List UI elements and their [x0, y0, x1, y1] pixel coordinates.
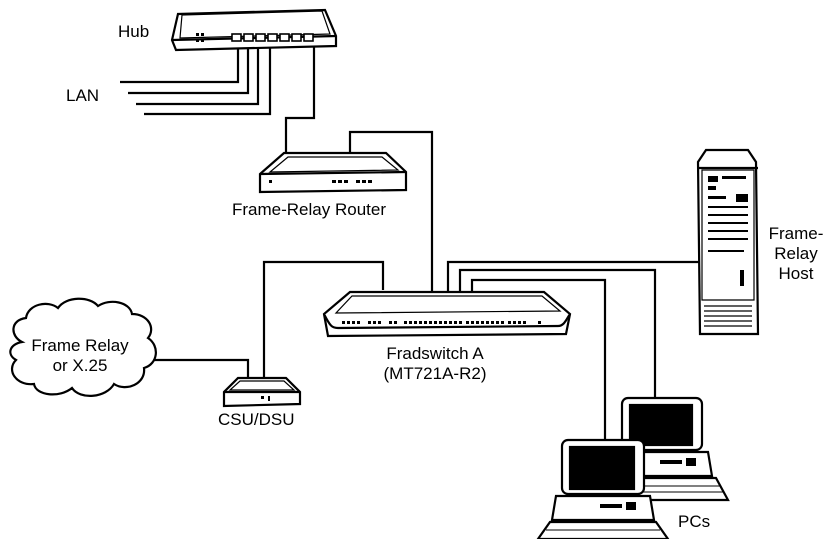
csu-dsu-leds	[261, 396, 270, 401]
host-label-line-3: Host	[778, 264, 814, 283]
cloud-label-line-2: or X.25	[52, 356, 108, 375]
fradswitch-port-leds	[342, 321, 541, 324]
frame-relay-host-device[interactable]	[696, 148, 760, 336]
csu-dsu-label: CSU/DSU	[218, 410, 295, 429]
host-vents	[704, 305, 752, 327]
lan-line-4	[144, 42, 272, 116]
hub-ports	[231, 33, 314, 42]
router-device[interactable]	[258, 151, 408, 194]
connection-lines	[120, 42, 700, 441]
csu-dsu-device[interactable]	[222, 376, 302, 408]
pc1-screen	[568, 445, 636, 491]
hub-label: Hub	[118, 22, 150, 41]
host-label-line-2: Relay	[774, 244, 818, 263]
lan-line-3	[136, 42, 260, 106]
lan-line-1	[120, 42, 240, 84]
router-fradswitch-link	[348, 130, 434, 295]
hub-device[interactable]	[170, 8, 338, 52]
host-front-panel	[708, 176, 748, 286]
frame-relay-cloud	[9, 297, 157, 397]
cloud-csu-link	[150, 358, 250, 383]
lan-label: LAN	[66, 86, 100, 105]
host-label: Frame- Relay Host	[766, 224, 826, 284]
router-leds	[269, 180, 372, 183]
fradswitch-pc2-link	[458, 268, 657, 398]
pcs-label: PCs	[678, 512, 711, 531]
fradswitch-csu-link	[262, 260, 385, 382]
lan-line-2	[128, 42, 250, 95]
hub-router-link	[284, 42, 316, 152]
pc2-drive-slots	[660, 458, 696, 466]
fradswitch-pc1-link	[470, 278, 607, 441]
cloud-label-line-1: Frame Relay	[31, 336, 129, 355]
fradswitch-device[interactable]	[322, 290, 572, 338]
pc2-screen	[628, 403, 694, 447]
host-label-line-1: Frame-	[768, 224, 824, 243]
fradswitch-label: Fradswitch A (MT721A-R2)	[375, 344, 495, 384]
cloud-label: Frame Relay or X.25	[18, 336, 142, 376]
router-label: Frame-Relay Router	[232, 200, 386, 219]
pc1-drive-slots	[600, 502, 636, 510]
hub-status-leds	[196, 33, 204, 42]
pc-device-1[interactable]	[535, 438, 671, 541]
fradswitch-label-line-2: (MT721A-R2)	[383, 364, 487, 383]
fradswitch-host-link	[446, 260, 700, 291]
fradswitch-label-line-1: Fradswitch A	[386, 344, 484, 363]
